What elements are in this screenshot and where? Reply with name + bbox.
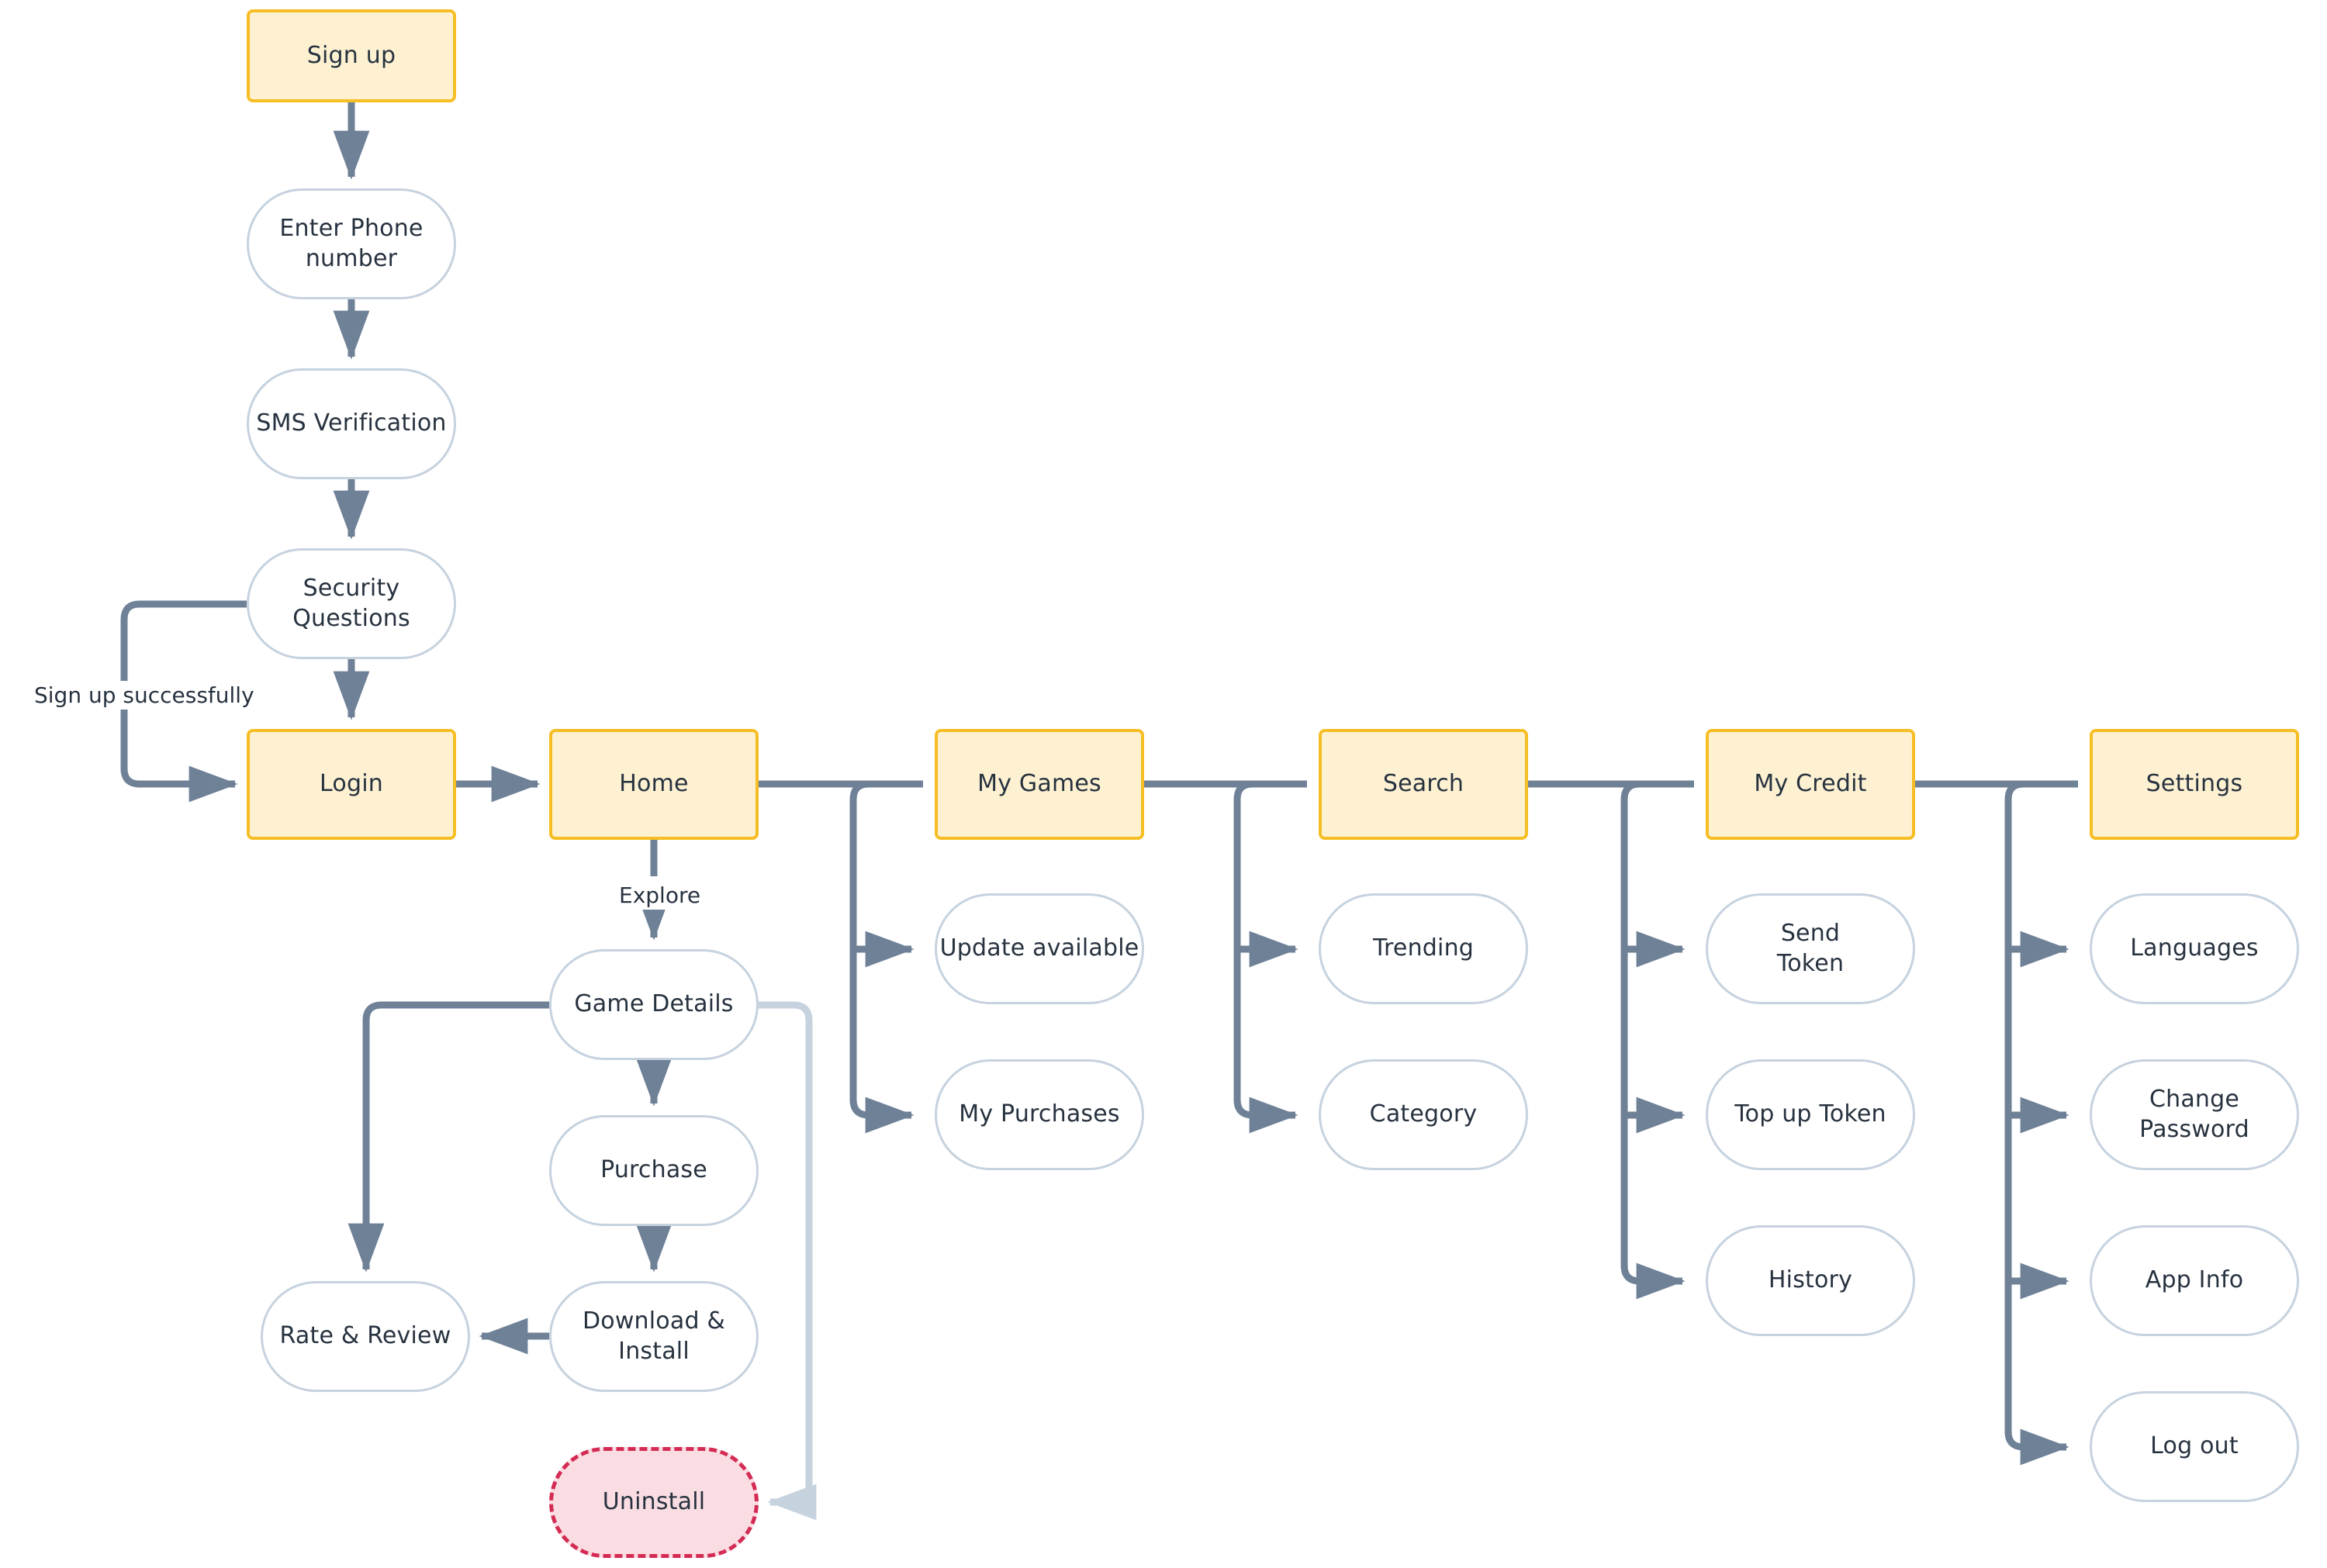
node-history[interactable]: History [1706, 1225, 1915, 1336]
node-trending[interactable]: Trending [1319, 893, 1528, 1004]
node-label: My Games [977, 770, 1101, 798]
node-label: Change Password [2139, 1086, 2249, 1143]
node-label: Log out [2150, 1432, 2239, 1460]
node-label: Update available [939, 934, 1139, 962]
node-purchase[interactable]: Purchase [549, 1115, 759, 1226]
node-my-purchases[interactable]: My Purchases [935, 1059, 1144, 1170]
node-label: Login [320, 770, 383, 798]
node-security-questions[interactable]: Security Questions [247, 548, 456, 659]
node-download-and-install[interactable]: Download & Install [549, 1281, 759, 1392]
node-label: App Info [2145, 1266, 2244, 1294]
node-rate-and-review[interactable]: Rate & Review [261, 1281, 470, 1392]
node-label: Sign up [306, 41, 396, 69]
node-my-credit[interactable]: My Credit [1706, 729, 1915, 840]
edge-label-explore: Explore [613, 881, 707, 910]
node-label: Settings [2145, 770, 2243, 798]
node-send-token[interactable]: Send Token [1706, 893, 1915, 1004]
node-game-details[interactable]: Game Details [549, 949, 759, 1060]
node-label: My Credit [1754, 770, 1867, 798]
node-home[interactable]: Home [549, 729, 759, 840]
edge-mycredit-branch-trunk [2004, 780, 2069, 1466]
node-label: Trending [1372, 934, 1475, 962]
node-label: SMS Verification [256, 409, 447, 437]
edge-label-sign-up-successfully: Sign up successfully [28, 681, 261, 710]
node-label: Search [1382, 770, 1464, 798]
node-settings[interactable]: Settings [2090, 729, 2299, 840]
node-label: Game Details [574, 990, 734, 1018]
node-change-password[interactable]: Change Password [2090, 1059, 2299, 1170]
edge-gamedetails-rate [347, 1001, 549, 1273]
node-label: History [1768, 1266, 1853, 1294]
node-label: Enter Phone number [279, 215, 424, 272]
node-sign-up[interactable]: Sign up [247, 9, 456, 102]
edge-search-branch-trunk [1620, 780, 1686, 1300]
node-label: My Purchases [959, 1100, 1120, 1128]
node-enter-phone-number[interactable]: Enter Phone number [247, 188, 456, 299]
node-languages[interactable]: Languages [2090, 893, 2299, 1004]
node-category[interactable]: Category [1319, 1059, 1528, 1170]
node-sms-verification[interactable]: SMS Verification [247, 368, 456, 479]
node-label: Rate & Review [279, 1322, 451, 1350]
node-log-out[interactable]: Log out [2090, 1391, 2299, 1502]
node-label: Home [619, 770, 689, 798]
node-update-available[interactable]: Update available [935, 893, 1144, 1004]
node-label: Uninstall [602, 1488, 706, 1516]
node-label: Top up Token [1734, 1100, 1886, 1128]
node-label: Purchase [600, 1156, 707, 1184]
edge-home-branch-trunk [849, 780, 915, 1134]
node-label: Download & Install [582, 1307, 726, 1365]
node-label: Security Questions [292, 575, 410, 632]
edge-mygames-branch-trunk [1233, 780, 1298, 1134]
node-label: Category [1369, 1100, 1478, 1128]
node-top-up-token[interactable]: Top up Token [1706, 1059, 1915, 1170]
node-app-info[interactable]: App Info [2090, 1225, 2299, 1336]
node-label: Send Token [1776, 920, 1845, 977]
node-login[interactable]: Login [247, 729, 456, 840]
node-my-games[interactable]: My Games [935, 729, 1144, 840]
node-uninstall[interactable]: Uninstall [549, 1447, 759, 1558]
node-label: Languages [2130, 934, 2259, 962]
node-search[interactable]: Search [1319, 729, 1528, 840]
edge-gamedetails-uninstall [759, 1001, 817, 1521]
